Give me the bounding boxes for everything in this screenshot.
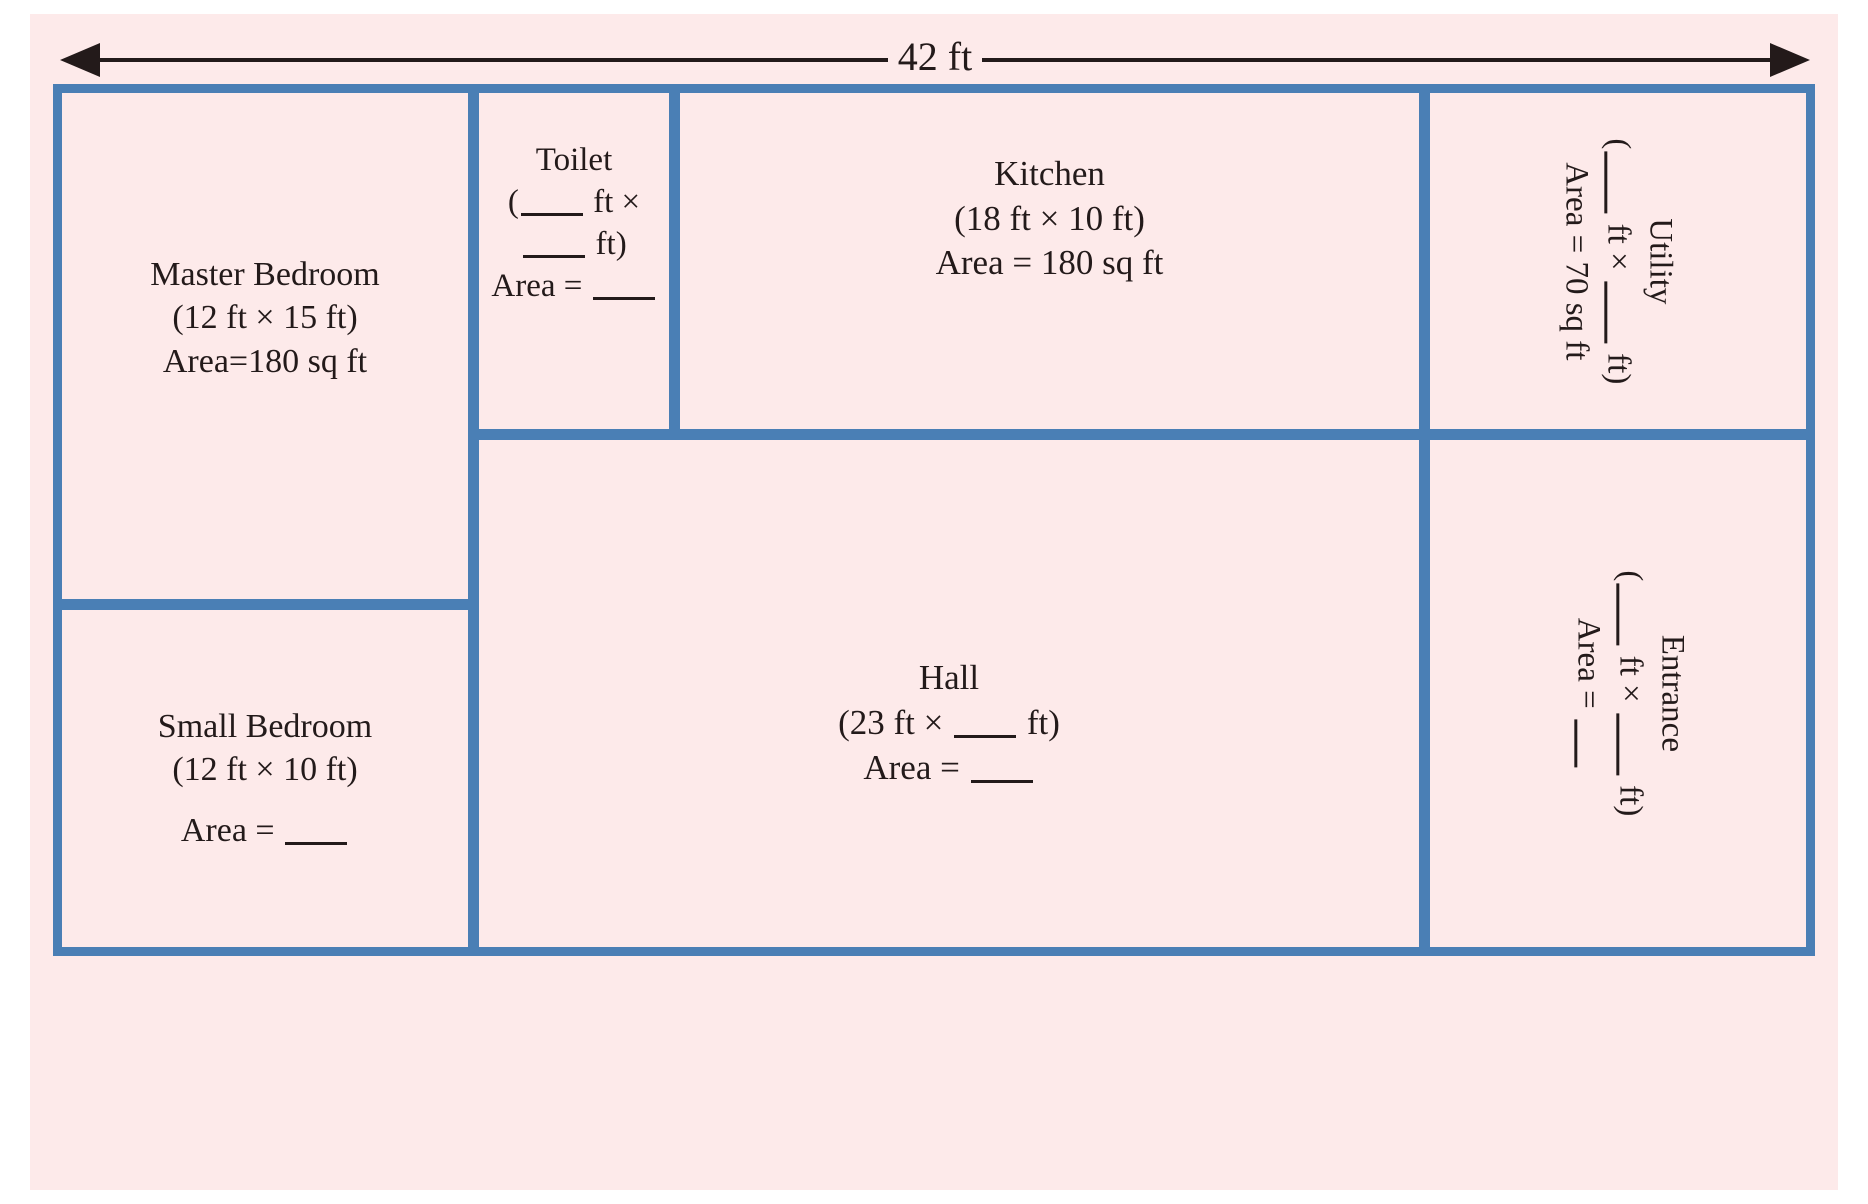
room-toilet-unit-2: ft) bbox=[587, 226, 627, 262]
room-utility-text: Utility ( ft × ft) Area = 70 sq ft bbox=[1555, 132, 1682, 390]
room-utility-paren-open: ( bbox=[1600, 138, 1637, 150]
arrow-right-icon bbox=[1770, 43, 1810, 77]
room-hall-area: Area = bbox=[838, 746, 1060, 791]
room-small-bedroom-dimensions: (12 ft × 10 ft) bbox=[172, 751, 358, 789]
room-toilet-text: Toilet ( ft × ft) Area = bbox=[479, 139, 669, 308]
room-hall-area-label: Area = bbox=[863, 747, 969, 787]
room-entrance-paren-open: ( bbox=[1612, 570, 1649, 582]
room-hall-area-blank[interactable] bbox=[970, 747, 1033, 784]
room-entrance-area-label: Area = bbox=[1569, 617, 1606, 718]
arrow-left-icon bbox=[60, 43, 100, 77]
dimension-line-left bbox=[100, 58, 888, 62]
room-entrance-text: Entrance ( ft × ft) Area = bbox=[1567, 565, 1694, 823]
room-master-bedroom-name: Master Bedroom bbox=[150, 255, 380, 293]
room-entrance-width-blank[interactable] bbox=[1616, 583, 1651, 646]
room-toilet-area-label: Area = bbox=[491, 268, 591, 305]
room-kitchen-area: Area = 180 sq ft bbox=[935, 243, 1164, 283]
room-entrance-paren-close: ft) bbox=[1612, 777, 1649, 817]
room-hall-length-blank[interactable] bbox=[954, 702, 1017, 739]
overall-width-dimension: 42 ft bbox=[60, 34, 1810, 82]
room-entrance-name: Entrance bbox=[1654, 634, 1691, 753]
room-entrance[interactable]: Entrance ( ft × ft) Area = bbox=[1421, 431, 1815, 956]
room-hall-text: Hall (23 ft × ft) Area = bbox=[832, 656, 1066, 790]
room-hall-name: Hall bbox=[918, 658, 980, 698]
room-hall-dimensions: (23 ft × ft) bbox=[838, 701, 1060, 746]
room-utility-width-blank[interactable] bbox=[1604, 151, 1639, 214]
room-utility-dim-mid: ft × bbox=[1600, 215, 1637, 279]
room-hall-dim-suffix: ft) bbox=[1018, 703, 1060, 743]
room-utility-name: Utility bbox=[1642, 217, 1679, 305]
dimension-line-right bbox=[982, 58, 1770, 62]
room-toilet-unit-1: ft × bbox=[584, 183, 641, 220]
room-master-bedroom[interactable]: Master Bedroom (12 ft × 15 ft) Area=180 … bbox=[53, 84, 477, 608]
room-toilet[interactable]: Toilet ( ft × ft) Area = bbox=[470, 84, 678, 438]
room-small-bedroom[interactable]: Small Bedroom (12 ft × 10 ft) Area = bbox=[53, 601, 477, 956]
room-toilet-length-blank[interactable] bbox=[523, 224, 586, 258]
room-toilet-paren-open: ( bbox=[507, 183, 519, 220]
room-hall-dim-prefix: (23 ft × bbox=[838, 703, 953, 743]
room-small-bedroom-text: Small Bedroom (12 ft × 10 ft) Area = bbox=[152, 705, 378, 853]
room-toilet-area-blank[interactable] bbox=[592, 266, 655, 301]
room-toilet-name: Toilet bbox=[535, 141, 613, 178]
room-utility-area: Area = 70 sq ft bbox=[1557, 161, 1594, 361]
room-master-bedroom-area: Area=180 sq ft bbox=[162, 342, 368, 380]
room-utility[interactable]: Utility ( ft × ft) Area = 70 sq ft bbox=[1421, 84, 1815, 438]
room-utility-length-blank[interactable] bbox=[1604, 280, 1639, 343]
room-utility-paren-close: ft) bbox=[1600, 344, 1637, 384]
room-master-bedroom-dimensions: (12 ft × 15 ft) bbox=[172, 299, 358, 337]
room-toilet-width-blank[interactable] bbox=[520, 181, 583, 216]
room-small-bedroom-area-blank[interactable] bbox=[285, 810, 348, 845]
room-kitchen[interactable]: Kitchen (18 ft × 10 ft) Area = 180 sq ft bbox=[671, 84, 1428, 438]
room-entrance-length-blank[interactable] bbox=[1616, 713, 1651, 776]
room-master-bedroom-text: Master Bedroom (12 ft × 15 ft) Area=180 … bbox=[144, 253, 385, 384]
room-small-bedroom-area: Area = bbox=[158, 809, 372, 853]
room-kitchen-dimensions: (18 ft × 10 ft) bbox=[954, 198, 1145, 238]
room-toilet-area: Area = bbox=[485, 265, 663, 307]
room-kitchen-text: Kitchen (18 ft × 10 ft) Area = 180 sq ft bbox=[930, 152, 1170, 286]
room-utility-dimensions: ( ft × ft) bbox=[1597, 138, 1639, 384]
room-small-bedroom-area-label: Area = bbox=[180, 811, 284, 849]
room-entrance-dimensions: ( ft × ft) bbox=[1609, 570, 1651, 817]
room-entrance-dim-mid: ft × bbox=[1612, 647, 1649, 712]
room-hall[interactable]: Hall (23 ft × ft) Area = bbox=[470, 431, 1428, 956]
room-small-bedroom-name: Small Bedroom bbox=[157, 707, 373, 745]
room-kitchen-name: Kitchen bbox=[994, 153, 1105, 193]
overall-width-label: 42 ft bbox=[897, 34, 973, 79]
house-outline: Master Bedroom (12 ft × 15 ft) Area=180 … bbox=[53, 84, 1815, 956]
room-entrance-area: Area = bbox=[1567, 571, 1609, 817]
room-toilet-dimensions: ( ft × ft) bbox=[485, 181, 663, 265]
room-entrance-area-blank[interactable] bbox=[1573, 719, 1609, 768]
